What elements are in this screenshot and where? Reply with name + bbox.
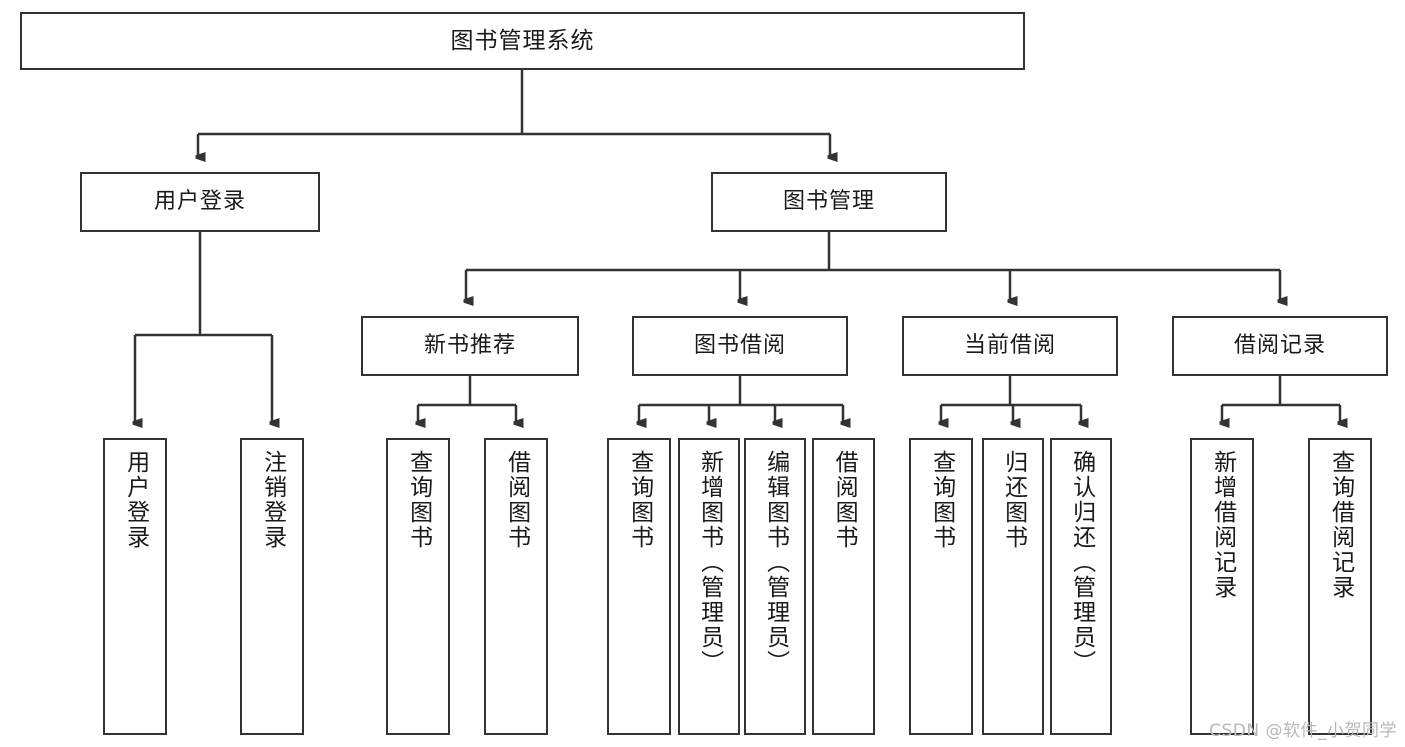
node-label: 确认归还（管理员）: [1068, 450, 1095, 675]
node-label: 查询图书: [928, 450, 955, 550]
edge-currentborrow-to-leaves: [941, 376, 1081, 423]
edge-newbook-to-leaves: [418, 376, 516, 423]
node-leaf-query-book-3[interactable]: 查询图书: [909, 438, 973, 735]
node-label: 借阅图书: [503, 450, 530, 550]
node-borrow-record[interactable]: 借阅记录: [1172, 316, 1388, 376]
node-leaf-add-book[interactable]: 新增图书（管理员）: [678, 438, 740, 735]
node-label: 图书管理: [782, 189, 875, 215]
node-label: 查询借阅记录: [1327, 450, 1354, 600]
node-leaf-borrow-book-2[interactable]: 借阅图书: [812, 438, 875, 735]
node-leaf-return-book[interactable]: 归还图书: [982, 438, 1044, 735]
node-label: 归还图书: [1000, 450, 1027, 550]
node-label: 图书借阅: [693, 333, 786, 359]
edge-bookborrow-to-leaves: [639, 376, 843, 423]
node-label: 用户登录: [122, 450, 149, 550]
node-label: 图书管理系统: [450, 27, 595, 54]
node-label: 查询图书: [626, 450, 653, 550]
node-label: 借阅图书: [831, 450, 858, 550]
node-book-borrow[interactable]: 图书借阅: [632, 316, 848, 376]
node-root-system[interactable]: 图书管理系统: [20, 12, 1025, 70]
node-leaf-query-book-2[interactable]: 查询图书: [607, 438, 671, 735]
node-user-login[interactable]: 用户登录: [80, 172, 320, 232]
node-leaf-edit-book[interactable]: 编辑图书（管理员）: [744, 438, 806, 735]
edge-root-to-level2: [198, 70, 830, 157]
node-label: 新增图书（管理员）: [696, 450, 723, 675]
node-label: 查询图书: [405, 450, 432, 550]
node-current-borrow[interactable]: 当前借阅: [902, 316, 1118, 376]
node-leaf-query-book-1[interactable]: 查询图书: [386, 438, 450, 735]
node-label: 编辑图书（管理员）: [762, 450, 789, 675]
node-label: 新书推荐: [423, 333, 516, 359]
node-label: 借阅记录: [1233, 333, 1326, 359]
node-label: 当前借阅: [963, 333, 1056, 359]
node-label: 注销登录: [259, 450, 286, 550]
node-label: 新增借阅记录: [1209, 450, 1236, 600]
edge-userlogin-to-leaves: [135, 232, 272, 423]
edge-borrowrecord-to-leaves: [1222, 376, 1340, 423]
node-leaf-query-record[interactable]: 查询借阅记录: [1308, 438, 1372, 735]
node-leaf-logout[interactable]: 注销登录: [240, 438, 304, 735]
node-label: 用户登录: [153, 189, 246, 215]
edge-bookmanage-to-level3: [466, 232, 1280, 301]
node-new-book-recommend[interactable]: 新书推荐: [361, 316, 579, 376]
node-leaf-confirm-return[interactable]: 确认归还（管理员）: [1050, 438, 1112, 735]
node-leaf-add-record[interactable]: 新增借阅记录: [1190, 438, 1254, 735]
node-leaf-user-login[interactable]: 用户登录: [103, 438, 167, 735]
node-leaf-borrow-book-1[interactable]: 借阅图书: [484, 438, 548, 735]
node-book-manage[interactable]: 图书管理: [711, 172, 947, 232]
